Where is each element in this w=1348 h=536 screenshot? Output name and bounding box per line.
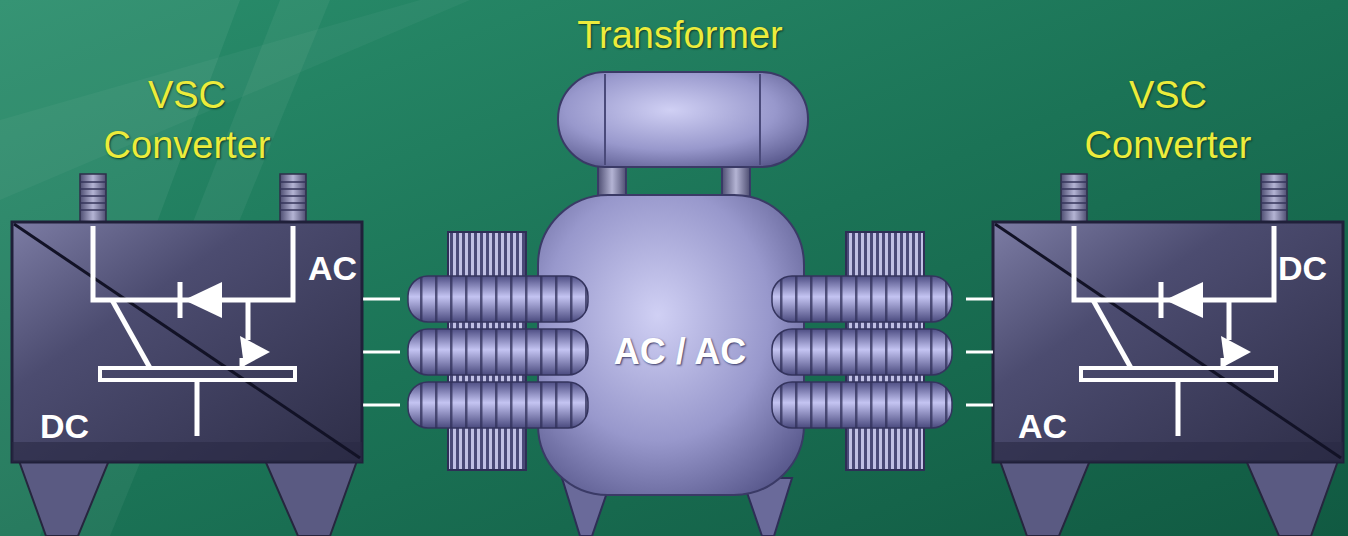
heading-label: VSC Converter: [72, 70, 302, 170]
connection-wire: [363, 298, 400, 301]
heading-label: Transformer: [400, 10, 960, 60]
port-label: DC: [1278, 248, 1327, 288]
winding: [408, 329, 588, 375]
transformer-illustration: [408, 72, 952, 536]
conservator-tank: [558, 72, 808, 167]
transformer-node: TransformerAC / AC: [400, 195, 966, 509]
heading-label: VSC Converter: [1053, 70, 1283, 170]
converter-box: VSC ConverterDCAC: [993, 222, 1343, 462]
winding-turns: [408, 382, 588, 428]
converter-illustration: [12, 174, 362, 536]
winding-turns: [408, 276, 588, 322]
connection-wire: [363, 404, 400, 407]
connection-wire: [966, 298, 993, 301]
port-label: AC: [308, 248, 357, 288]
connection-wire: [363, 351, 400, 354]
winding-turns: [772, 382, 952, 428]
winding-turns: [408, 329, 588, 375]
winding-turns: [772, 276, 952, 322]
connection-wire: [966, 351, 993, 354]
converter-illustration: [993, 174, 1343, 536]
light-streak: [0, 0, 470, 200]
winding: [408, 276, 588, 322]
converter-box: VSC ConverterACDC: [12, 222, 363, 462]
tank-band: [604, 74, 606, 165]
winding: [772, 329, 952, 375]
port-label: AC: [1018, 406, 1067, 446]
center-label: AC / AC: [400, 330, 960, 374]
connection-wire: [966, 404, 993, 407]
winding: [772, 276, 952, 322]
tank-band: [759, 74, 761, 165]
winding: [408, 382, 588, 428]
winding: [772, 382, 952, 428]
winding-turns: [772, 329, 952, 375]
port-label: DC: [40, 406, 89, 446]
